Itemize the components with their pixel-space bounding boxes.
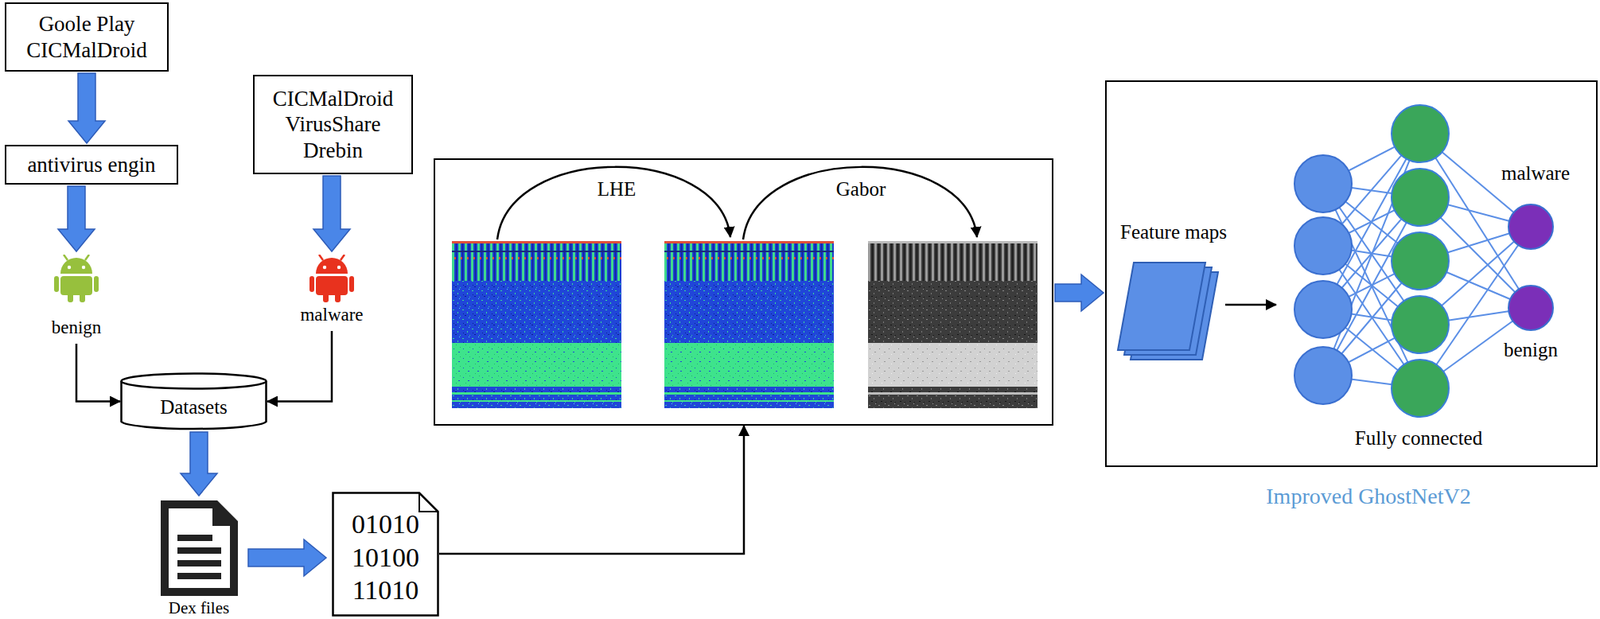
svg-rect xyxy=(93,276,99,292)
block-arrow xyxy=(58,186,95,252)
svg-circle xyxy=(1508,285,1554,331)
svg-svg xyxy=(159,499,239,597)
svg-rect xyxy=(315,276,348,296)
database-cylinder: Datasets xyxy=(120,372,268,431)
node-label: Goole Play CICMalDroid xyxy=(11,11,163,63)
svg-path xyxy=(212,502,236,526)
block-arrow xyxy=(248,539,327,577)
node-label: CICMalDroid VirusShare Drebin xyxy=(259,85,407,164)
svg-line xyxy=(63,254,68,261)
svg-rect xyxy=(868,241,1038,244)
svg-rect xyxy=(177,547,222,554)
svg-ellipse xyxy=(121,373,267,390)
svg-circle xyxy=(1294,155,1352,213)
svg-path xyxy=(60,257,93,274)
text-label: malware xyxy=(1501,161,1570,186)
process-box: antivirus engin xyxy=(4,144,179,185)
svg-line xyxy=(319,254,324,261)
svg-rect xyxy=(868,280,1038,343)
gabor-arc xyxy=(743,167,978,240)
svg-circle xyxy=(323,265,327,269)
svg-circle xyxy=(1294,346,1352,405)
svg-rect xyxy=(868,392,1038,395)
svg-rect xyxy=(54,276,59,292)
svg-rect xyxy=(60,276,93,296)
block-arrow xyxy=(1054,274,1104,312)
node-label: Dex files xyxy=(168,598,230,619)
dex-image-gabor xyxy=(868,241,1038,409)
svg-rect xyxy=(67,291,74,303)
svg-circle xyxy=(1391,359,1449,417)
node-label: Improved GhostNetV2 xyxy=(1265,482,1471,510)
model-panel: Improved GhostNetV2 xyxy=(1105,80,1598,468)
node-label: benign xyxy=(51,316,102,339)
svg-rect xyxy=(349,276,355,292)
svg-circle xyxy=(67,265,71,269)
svg-rect xyxy=(177,572,222,580)
node-label: 01010 10100 11010 xyxy=(346,507,426,607)
svg-rect xyxy=(177,560,222,567)
svg-circle xyxy=(1391,168,1449,226)
block-arrow xyxy=(313,175,351,252)
dex-image-lhe xyxy=(664,241,834,409)
source-box: Goole Play CICMalDroid xyxy=(4,2,169,72)
svg-rect xyxy=(868,241,1038,281)
svg-svg xyxy=(54,254,99,303)
block-arrow xyxy=(68,73,106,144)
svg-circle xyxy=(337,265,341,269)
svg-circle xyxy=(1294,280,1352,339)
node-shape xyxy=(309,254,355,308)
svg-path xyxy=(315,257,348,274)
svg-path xyxy=(419,493,439,513)
svg-circle xyxy=(81,265,86,269)
connector-line xyxy=(267,330,332,402)
svg-rect xyxy=(334,291,341,303)
node-shape xyxy=(54,254,99,308)
text-label: benign xyxy=(1503,338,1558,363)
svg-line xyxy=(85,254,90,261)
svg-rect xyxy=(868,386,1038,409)
neural-net xyxy=(1294,105,1554,417)
text-label: Feature maps xyxy=(1120,220,1227,245)
svg-rect xyxy=(309,276,315,292)
malware-icon: malware xyxy=(288,253,376,327)
svg-rect xyxy=(177,534,213,542)
node-label: LHE xyxy=(597,177,637,202)
svg-path xyxy=(333,493,439,616)
node-label: Datasets xyxy=(159,395,228,420)
svg-svg xyxy=(309,254,355,303)
svg-rect xyxy=(79,291,86,303)
svg-polygon xyxy=(1117,262,1206,351)
dex-image-original xyxy=(451,241,622,409)
node-label: malware xyxy=(299,303,363,327)
svg-circle xyxy=(1294,217,1352,275)
svg-line xyxy=(340,254,345,261)
binary-file: 01010 10100 11010 xyxy=(331,491,440,617)
lhe-arc xyxy=(497,167,731,240)
svg-circle xyxy=(1391,295,1449,354)
svg-rect xyxy=(868,342,1038,387)
svg-rect xyxy=(323,291,329,303)
svg-circle xyxy=(1391,105,1449,163)
feature-arrow xyxy=(1225,303,1277,307)
connector-line xyxy=(439,425,744,554)
text-label: Fully connected xyxy=(1354,426,1483,451)
benign-icon: benign xyxy=(36,253,117,339)
source-box: CICMalDroid VirusShare Drebin xyxy=(253,74,413,175)
block-arrow xyxy=(180,432,218,496)
node-label: antivirus engin xyxy=(11,151,172,178)
preprocess-panel: LHE Gabor xyxy=(433,158,1054,426)
dex-file-icon: Dex files xyxy=(151,497,247,619)
connector-line xyxy=(76,343,121,402)
feature-maps xyxy=(1117,262,1219,360)
node-shape xyxy=(159,499,239,602)
node-label: Gabor xyxy=(836,177,886,202)
svg-circle xyxy=(1508,204,1554,250)
svg-circle xyxy=(1391,232,1449,290)
